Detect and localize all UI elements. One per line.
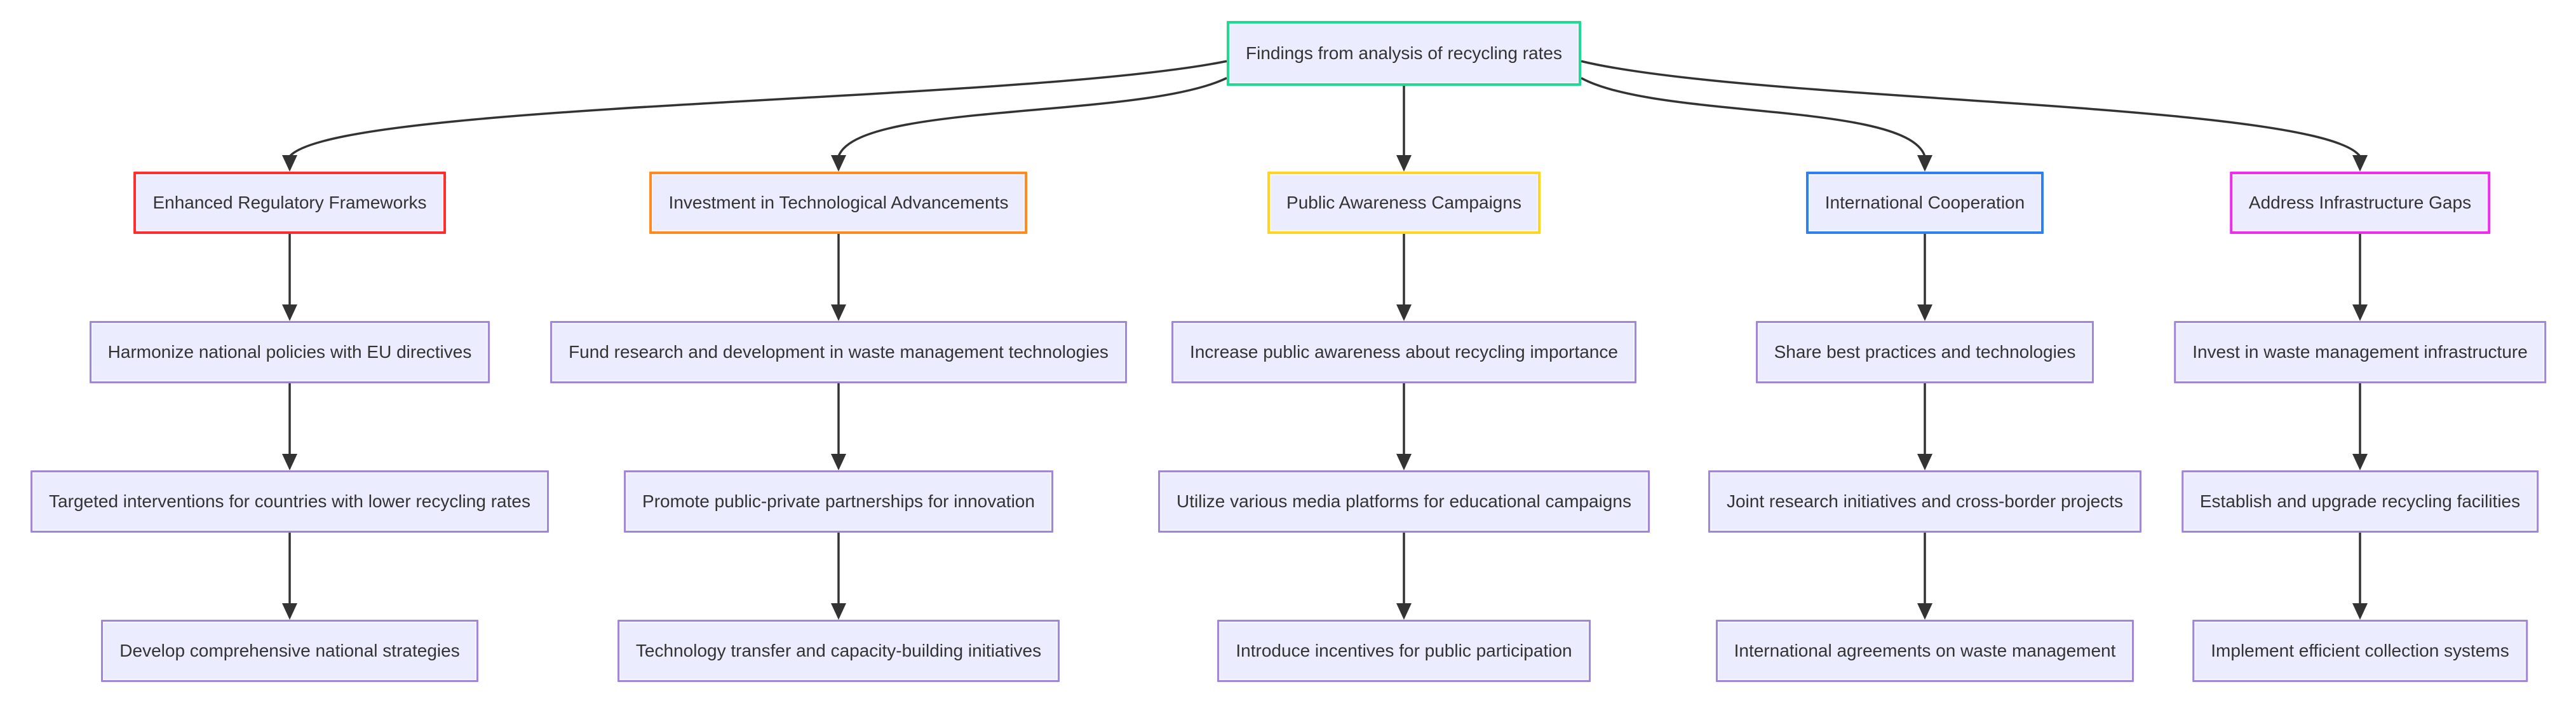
node-technology-transfer: Technology transfer and capacity-buildin… (617, 620, 1060, 682)
column-technology: Investment in Technological Advancements… (550, 172, 1127, 682)
node-increase-awareness: Increase public awareness about recyclin… (1171, 321, 1636, 383)
node-invest-infrastructure: Invest in waste management infrastructur… (2174, 321, 2546, 383)
node-harmonize-eu-directives: Harmonize national policies with EU dire… (89, 321, 490, 383)
node-media-platforms: Utilize various media platforms for educ… (1158, 470, 1650, 533)
node-enhanced-regulatory-frameworks: Enhanced Regulatory Frameworks (133, 172, 446, 234)
node-targeted-interventions: Targeted interventions for countries wit… (30, 470, 549, 533)
node-joint-research-initiatives: Joint research initiatives and cross-bor… (1708, 470, 2142, 533)
column-regulatory: Enhanced Regulatory Frameworks Harmonize… (30, 172, 549, 682)
node-national-strategies: Develop comprehensive national strategie… (101, 620, 478, 682)
node-public-incentives: Introduce incentives for public particip… (1217, 620, 1591, 682)
column-infrastructure: Address Infrastructure Gaps Invest in wa… (2174, 172, 2546, 682)
node-efficient-collection-systems: Implement efficient collection systems (2192, 620, 2528, 682)
column-cooperation: International Cooperation Share best pra… (1708, 172, 2142, 682)
root-node-findings: Findings from analysis of recycling rate… (1227, 21, 1581, 86)
node-international-cooperation: International Cooperation (1805, 172, 2044, 234)
node-international-agreements: International agreements on waste manage… (1715, 620, 2134, 682)
node-investment-technological-advancements: Investment in Technological Advancements (649, 172, 1028, 234)
node-fund-research-development: Fund research and development in waste m… (550, 321, 1127, 383)
column-awareness: Public Awareness Campaigns Increase publ… (1158, 172, 1650, 682)
node-address-infrastructure-gaps: Address Infrastructure Gaps (2229, 172, 2491, 234)
node-public-private-partnerships: Promote public-private partnerships for … (624, 470, 1053, 533)
node-share-best-practices: Share best practices and technologies (1755, 321, 2094, 383)
node-upgrade-recycling-facilities: Establish and upgrade recycling faciliti… (2181, 470, 2539, 533)
node-public-awareness-campaigns: Public Awareness Campaigns (1267, 172, 1541, 234)
